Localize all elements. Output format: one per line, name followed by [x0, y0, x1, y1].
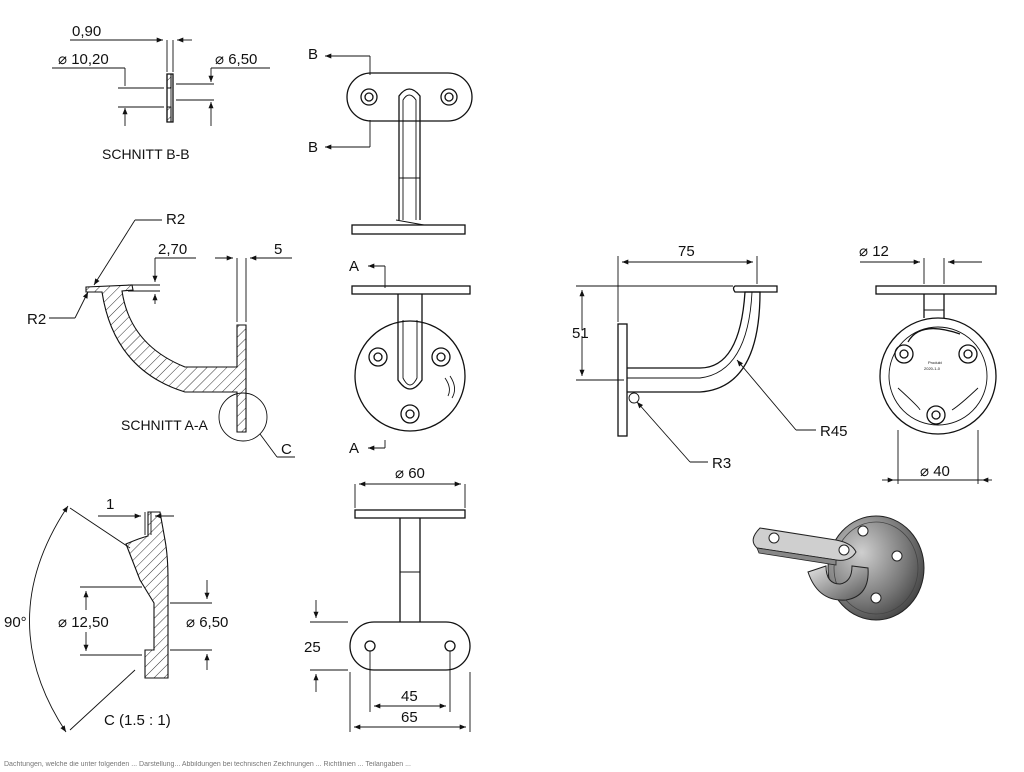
footer-note: Dachtungen, welche die unter folgenden .… — [4, 761, 411, 768]
section-aa-radius-top: R2 — [166, 211, 185, 228]
end-view: Produkt 2020-1-0 ⌀ 12 ⌀ 40 — [859, 243, 997, 484]
engraving-line-2: 2020-1-0 — [924, 366, 941, 371]
detail-c-view: 1 ⌀ 12,50 ⌀ 6,50 90° C (1.5 : 1) — [4, 496, 228, 733]
side-view-reach-dim: 75 — [678, 243, 695, 260]
bottom-view-diameter-dim: ⌀ 60 — [395, 465, 425, 482]
isometric-rendering — [752, 515, 925, 621]
cut-label-a-bottom: A — [349, 440, 359, 457]
front-view: A A — [349, 258, 471, 457]
section-bb-inner-diameter-dim: ⌀ 6,50 — [215, 51, 257, 68]
section-bb-view: 0,90 ⌀ 10,20 ⌀ 6,50 SCHNITT B-B — [52, 23, 270, 162]
section-bb-title: SCHNITT B-B — [102, 146, 190, 162]
end-view-plate-diameter-dim: ⌀ 40 — [920, 463, 950, 480]
bottom-view-length-dim: 65 — [401, 709, 418, 726]
section-aa-depth-dim: 2,70 — [158, 241, 187, 258]
section-aa-plate-dim: 5 — [274, 241, 282, 258]
side-view-radius-large: R45 — [820, 423, 848, 440]
top-view: B B — [308, 46, 473, 235]
section-aa-radius-left: R2 — [27, 311, 46, 328]
side-view-radius-small: R3 — [712, 455, 731, 472]
side-view: 75 51 R3 R45 — [572, 243, 848, 472]
detail-c-reference: C — [281, 441, 292, 458]
detail-c-angle-dim: 90° — [4, 614, 27, 631]
engraving-line-1: Produkt — [928, 360, 943, 365]
side-view-height-dim: 51 — [572, 325, 589, 342]
cut-label-a-top: A — [349, 258, 359, 275]
detail-c-title: C (1.5 : 1) — [104, 712, 171, 729]
section-aa-title: SCHNITT A-A — [121, 417, 209, 433]
cut-label-b-bottom: B — [308, 139, 318, 156]
detail-c-outer-diameter-dim: ⌀ 12,50 — [58, 614, 109, 631]
section-bb-thickness-dim: 0,90 — [72, 23, 101, 40]
bottom-view-height-dim: 25 — [304, 639, 321, 656]
end-view-tube-diameter-dim: ⌀ 12 — [859, 243, 889, 260]
cut-label-b-top: B — [308, 46, 318, 63]
bottom-view-hole-spacing-dim: 45 — [401, 688, 418, 705]
section-aa-view: 5 2,70 R2 R2 C SCHNITT A-A — [27, 211, 295, 458]
section-bb-outer-diameter-dim: ⌀ 10,20 — [58, 51, 109, 68]
detail-c-step-dim: 1 — [106, 496, 114, 513]
bottom-view: ⌀ 60 25 45 65 — [304, 465, 471, 732]
detail-c-inner-diameter-dim: ⌀ 6,50 — [186, 614, 228, 631]
